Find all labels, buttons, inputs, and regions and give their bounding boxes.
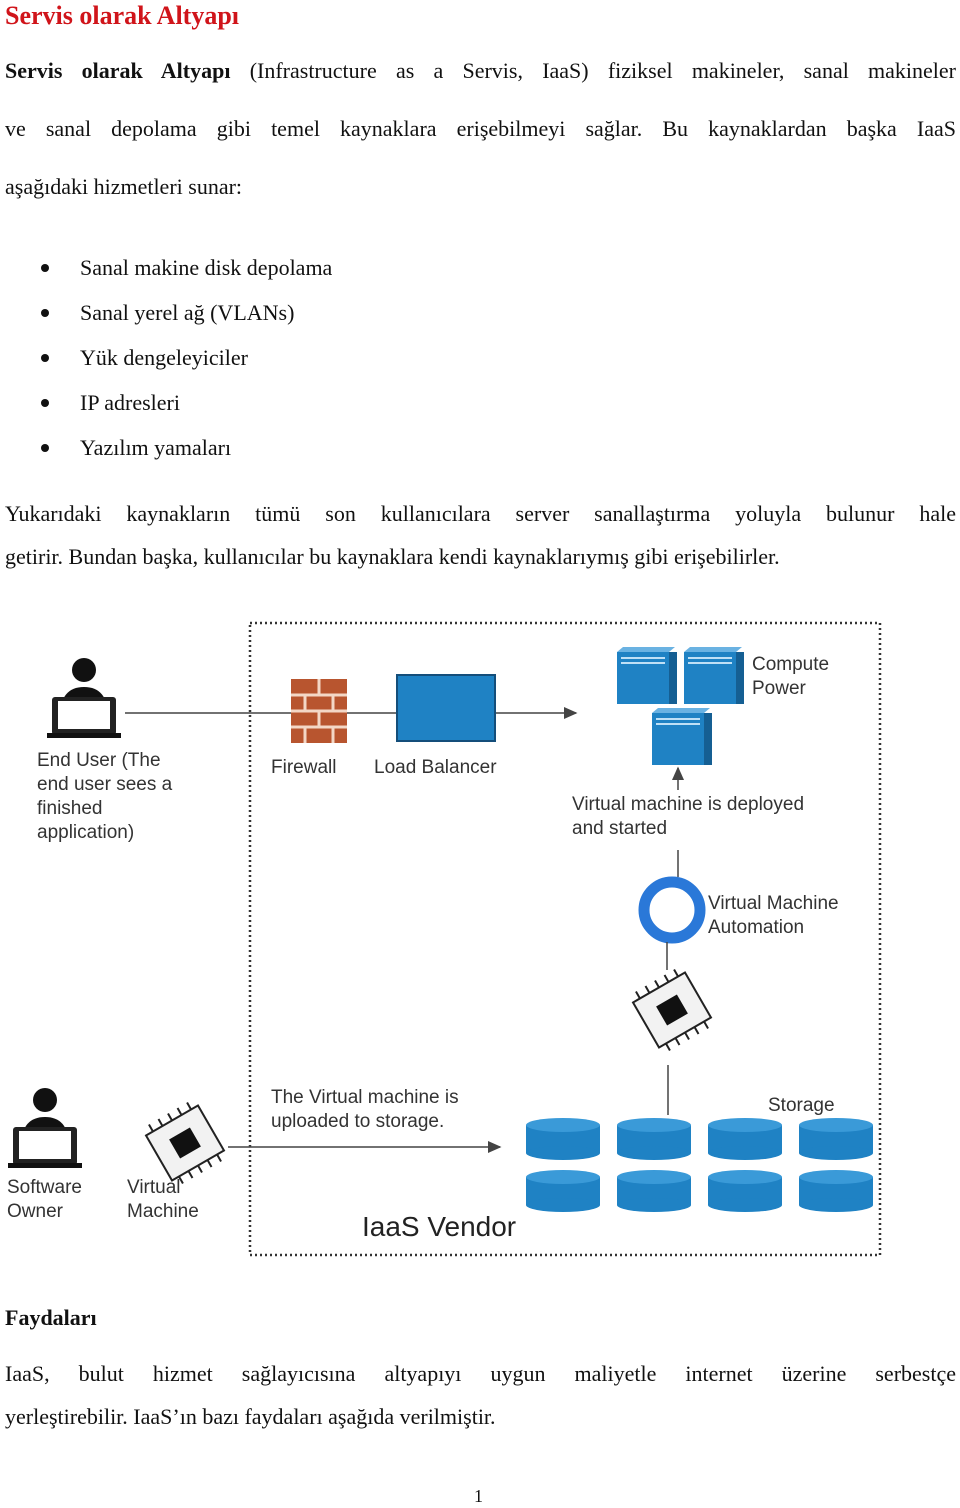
uploaded-label: The Virtual machine is uploaded to stora… bbox=[271, 1087, 459, 1132]
end-user-label: End User (The end user sees a finished a… bbox=[37, 750, 173, 843]
intro-term: Servis olarak Altyapı bbox=[5, 58, 231, 83]
bullet-icon bbox=[41, 309, 49, 317]
intro-line1: (Infrastructure as a Servis, IaaS) fizik… bbox=[230, 58, 956, 83]
vm-automation-label: Virtual Machine Automation bbox=[708, 893, 839, 938]
para2-line1: Yukarıdaki kaynakların tümü son kullanıc… bbox=[5, 501, 956, 526]
virtualization-paragraph: Yukarıdaki kaynakların tümü son kullanıc… bbox=[5, 492, 956, 578]
firewall-icon bbox=[291, 679, 347, 743]
vendor-boundary bbox=[248, 621, 882, 1257]
bullet-icon bbox=[41, 264, 49, 272]
list-item: Sanal makine disk depolama bbox=[0, 245, 332, 290]
list-item: Sanal yerel ağ (VLANs) bbox=[0, 290, 332, 335]
iaas-diagram-graphics bbox=[8, 621, 882, 1257]
iaas-vendor-label: IaaS Vendor bbox=[362, 1211, 517, 1242]
intro-paragraph: Servis olarak Altyapı (Infrastructure as… bbox=[5, 42, 956, 216]
bullet-icon bbox=[41, 444, 49, 452]
iaas-diagram: End User (The end user sees a finished a… bbox=[0, 615, 900, 1275]
service-list: Sanal makine disk depolama Sanal yerel a… bbox=[0, 245, 332, 470]
bullet-icon bbox=[41, 399, 49, 407]
firewall-label: Firewall bbox=[271, 757, 337, 778]
bullet-icon bbox=[41, 354, 49, 362]
para2-line2: getirir. Bundan başka, kullanıcılar bu k… bbox=[5, 544, 780, 569]
vm-chip-icon bbox=[631, 969, 713, 1051]
benefits-line1: IaaS, bulut hizmet sağlayıcısına altyapı… bbox=[5, 1361, 956, 1386]
compute-power-label: Compute Power bbox=[752, 654, 830, 699]
end-user-icon bbox=[47, 658, 121, 738]
intro-line3: aşağıdaki hizmetleri sunar: bbox=[5, 174, 243, 199]
software-owner-icon bbox=[8, 1088, 82, 1168]
vm-automation-icon bbox=[638, 876, 706, 944]
page-number: 1 bbox=[474, 1486, 483, 1506]
compute-servers-icon bbox=[617, 647, 744, 765]
list-item: IP adresleri bbox=[0, 380, 332, 425]
storage-icon bbox=[526, 1118, 873, 1212]
load-balancer-box bbox=[396, 674, 496, 742]
benefits-heading: Faydaları bbox=[5, 1305, 97, 1330]
storage-label: Storage bbox=[768, 1095, 835, 1116]
list-item: Yazılım yamaları bbox=[0, 425, 332, 470]
virtual-machine-label: Virtual Machine bbox=[127, 1177, 199, 1222]
software-owner-label: Software Owner bbox=[7, 1177, 82, 1222]
list-item: Yük dengeleyiciler bbox=[0, 335, 332, 380]
vm-deployed-label: Virtual machine is deployed and started bbox=[572, 794, 805, 839]
load-balancer-label: Load Balancer bbox=[374, 757, 497, 778]
benefits-paragraph: IaaS, bulut hizmet sağlayıcısına altyapı… bbox=[5, 1352, 956, 1438]
virtual-machine-chip-icon bbox=[144, 1102, 226, 1184]
section-title: Servis olarak Altyapı bbox=[5, 1, 240, 30]
benefits-line2: yerleştirebilir. IaaS’ın bazı faydaları … bbox=[5, 1404, 496, 1429]
intro-line2: ve sanal depolama gibi temel kaynaklara … bbox=[5, 116, 956, 141]
